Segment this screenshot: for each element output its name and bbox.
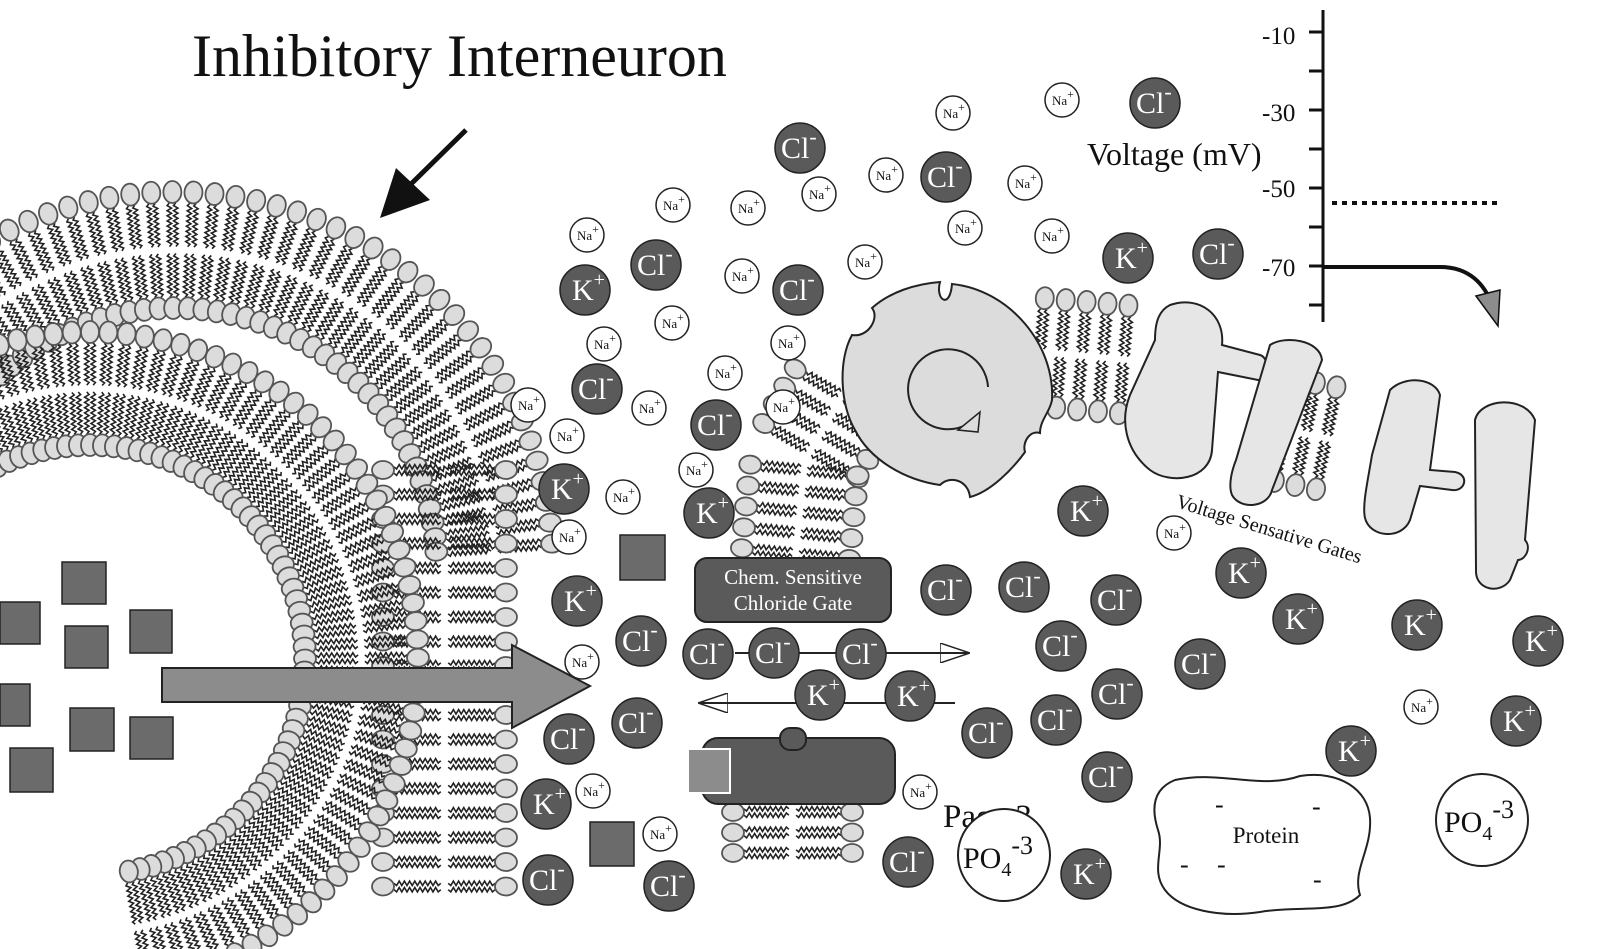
chloride-ion: Cl- bbox=[1036, 621, 1086, 671]
potassium-ion: K+ bbox=[795, 670, 845, 720]
chem-gate-label-line2: Chloride Gate bbox=[734, 591, 852, 615]
potassium-ion: K+ bbox=[1392, 600, 1442, 650]
sodium-ion: Na+ bbox=[576, 774, 610, 808]
chloride-ion: Cl- bbox=[962, 708, 1012, 758]
chem-gate-label-line1: Chem. Sensitive bbox=[724, 565, 862, 589]
sodium-ion: Na+ bbox=[552, 520, 586, 554]
chloride-ion: Cl- bbox=[544, 714, 594, 764]
chloride-ion: Cl- bbox=[1175, 639, 1225, 689]
potassium-ion: K+ bbox=[1103, 233, 1153, 283]
sodium-ion: Na+ bbox=[632, 391, 666, 425]
sodium-ion: Na+ bbox=[848, 245, 882, 279]
sodium-ion: Na+ bbox=[565, 645, 599, 679]
sodium-ion: Na+ bbox=[725, 259, 759, 293]
potassium-ion: K+ bbox=[1273, 594, 1323, 644]
sodium-ion: Na+ bbox=[643, 817, 677, 851]
axis-tick-label: -50 bbox=[1262, 176, 1295, 203]
chem-sensitive-chloride-gate: Chem. Sensitive Chloride Gate bbox=[695, 558, 891, 622]
sodium-ion: Na+ bbox=[655, 306, 689, 340]
potassium-ion: K+ bbox=[1058, 486, 1108, 536]
chloride-ion: Cl- bbox=[999, 562, 1049, 612]
hyperpolarization-arrow-icon bbox=[1476, 290, 1500, 326]
potassium-ion: K+ bbox=[684, 488, 734, 538]
sodium-ion: Na+ bbox=[1008, 166, 1042, 200]
sodium-ion: Na+ bbox=[948, 211, 982, 245]
chloride-ion: Cl- bbox=[1092, 669, 1142, 719]
protein-blob: Protein - - - - - bbox=[1154, 775, 1370, 914]
axis-tick-label: -10 bbox=[1262, 23, 1295, 50]
sodium-ion: Na+ bbox=[903, 775, 937, 809]
sodium-ion: Na+ bbox=[570, 218, 604, 252]
protein-charge: - bbox=[1180, 850, 1189, 879]
potassium-ion: K+ bbox=[1326, 726, 1376, 776]
chloride-ion: Cl- bbox=[631, 240, 681, 290]
chloride-ion: Cl- bbox=[1091, 575, 1141, 625]
sodium-ion: Na+ bbox=[766, 390, 800, 424]
chloride-ion: Cl- bbox=[1082, 752, 1132, 802]
protein-label: Protein bbox=[1233, 823, 1300, 848]
protein-charge: - bbox=[1215, 790, 1224, 819]
sodium-ion: Na+ bbox=[550, 419, 584, 453]
protein-charge: - bbox=[1312, 792, 1321, 821]
chloride-ion: Cl- bbox=[921, 565, 971, 615]
chloride-ion: Cl- bbox=[644, 861, 694, 911]
protein-charge: - bbox=[1313, 865, 1322, 894]
potassium-ion: K+ bbox=[1216, 548, 1266, 598]
chloride-ion: Cl- bbox=[572, 364, 622, 414]
sodium-ion: Na+ bbox=[511, 388, 545, 422]
chloride-ion: Cl- bbox=[1130, 78, 1180, 128]
sodium-ion: Na+ bbox=[1404, 690, 1438, 724]
axis-label: Voltage (mV) bbox=[1087, 136, 1261, 172]
sodium-ion: Na+ bbox=[869, 158, 903, 192]
potassium-ion: K+ bbox=[1491, 696, 1541, 746]
sodium-ion: Na+ bbox=[1035, 219, 1069, 253]
chloride-ion: Cl- bbox=[883, 837, 933, 887]
protein-charge: - bbox=[1217, 850, 1226, 879]
potassium-ion: K+ bbox=[552, 576, 602, 626]
sodium-ion: Na+ bbox=[771, 326, 805, 360]
axis-tick-label: -70 bbox=[1262, 255, 1295, 282]
chloride-ion: Cl- bbox=[749, 628, 799, 678]
sodium-ion: Na+ bbox=[587, 327, 621, 361]
phosphate-ion: PO4-3 bbox=[1436, 774, 1528, 866]
sodium-ion: Na+ bbox=[731, 191, 765, 225]
phosphate-ion: PO4-3 bbox=[958, 809, 1050, 901]
chloride-ion: Cl- bbox=[773, 265, 823, 315]
postsynaptic-membrane-lower bbox=[722, 803, 863, 862]
chloride-ion: Cl- bbox=[683, 629, 733, 679]
voltage-axis: -10 -30 -50 -70 Voltage (mV) bbox=[1087, 10, 1500, 326]
chloride-ion: Cl- bbox=[775, 123, 825, 173]
potassium-ion: K+ bbox=[1061, 849, 1111, 899]
potassium-ion: K+ bbox=[521, 779, 571, 829]
chloride-ion: Cl- bbox=[1031, 695, 1081, 745]
chloride-ion: Cl- bbox=[523, 855, 573, 905]
sodium-ion: Na+ bbox=[606, 480, 640, 514]
chloride-ion: Cl- bbox=[921, 152, 971, 202]
pointer-arrow-icon bbox=[380, 130, 466, 218]
sodium-ion: Na+ bbox=[656, 188, 690, 222]
chloride-ion: Cl- bbox=[691, 400, 741, 450]
chloride-ion: Cl- bbox=[616, 616, 666, 666]
potassium-ion: K+ bbox=[1513, 616, 1563, 666]
chloride-ion: Cl- bbox=[836, 629, 886, 679]
sodium-ion: Na+ bbox=[936, 96, 970, 130]
potassium-ion: K+ bbox=[539, 464, 589, 514]
diagram-title: Inhibitory Interneuron bbox=[192, 23, 727, 89]
membrane-potential-trace bbox=[1323, 267, 1492, 305]
potassium-ion: K+ bbox=[560, 265, 610, 315]
sodium-ion: Na+ bbox=[1045, 83, 1079, 117]
sodium-ion: Na+ bbox=[679, 453, 713, 487]
chloride-ion: Cl- bbox=[1193, 229, 1243, 279]
sodium-ion: Na+ bbox=[802, 177, 836, 211]
voltage-gates-label: Voltage Sensative Gates bbox=[1174, 491, 1365, 569]
potassium-ion: K+ bbox=[885, 671, 935, 721]
chloride-ion: Cl- bbox=[612, 698, 662, 748]
axis-tick-label: -30 bbox=[1262, 100, 1295, 127]
receptor-protein bbox=[688, 728, 895, 804]
sodium-ion: Na+ bbox=[1157, 516, 1191, 550]
sodium-ion: Na+ bbox=[708, 356, 742, 390]
